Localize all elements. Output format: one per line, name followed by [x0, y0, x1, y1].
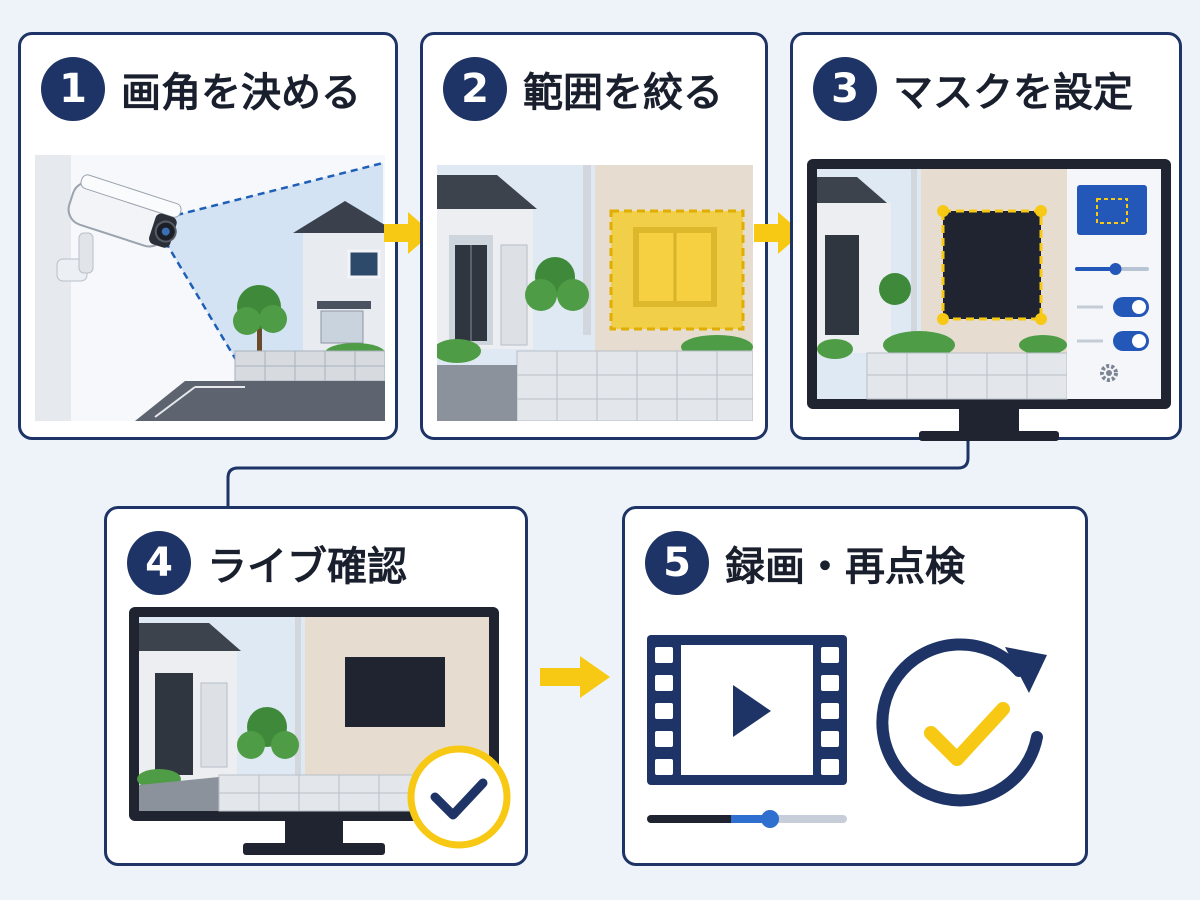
step-header-4: 4 ライブ確認: [127, 531, 407, 595]
arrow-right-icon: [540, 652, 612, 702]
step-header-2: 2 範囲を絞る: [443, 57, 723, 121]
step-number-3: 3: [813, 57, 877, 121]
step-title-4: ライブ確認: [207, 544, 407, 590]
step-number-5: 5: [645, 531, 709, 595]
step-number-2: 2: [443, 57, 507, 121]
step-card-3: 3 マスクを設定: [790, 32, 1182, 441]
play-icon: [733, 685, 771, 737]
step-card-2: 2 範囲を絞る: [420, 32, 768, 440]
security-camera-icon: [35, 155, 385, 421]
step-card-1: 1 画角を決める: [18, 32, 398, 440]
step-header-5: 5 録画・再点検: [645, 531, 965, 595]
step-title-1: 画角を決める: [121, 70, 361, 116]
step-number-4: 4: [127, 531, 191, 595]
mask-size-slider[interactable]: [1109, 263, 1122, 275]
live-check-monitor-icon: [129, 607, 519, 861]
privacy-mask-monitor-icon: [807, 159, 1171, 445]
step-title-3: マスクを設定: [893, 70, 1133, 116]
step-header-1: 1 画角を決める: [41, 57, 361, 121]
step-card-4: 4 ライブ確認: [104, 506, 528, 866]
gear-icon: [1100, 364, 1118, 382]
step-header-3: 3 マスクを設定: [813, 57, 1133, 121]
step-title-2: 範囲を絞る: [523, 70, 723, 116]
step-title-5: 録画・再点検: [725, 544, 965, 590]
selection-area-icon: [437, 165, 753, 421]
step-card-5: 5 録画・再点検: [622, 506, 1088, 866]
check-badge-icon: [407, 745, 511, 849]
refresh-check-icon: [869, 627, 1065, 823]
video-film-icon: [647, 635, 851, 831]
playback-progress-knob[interactable]: [761, 810, 780, 828]
step-number-1: 1: [41, 57, 105, 121]
